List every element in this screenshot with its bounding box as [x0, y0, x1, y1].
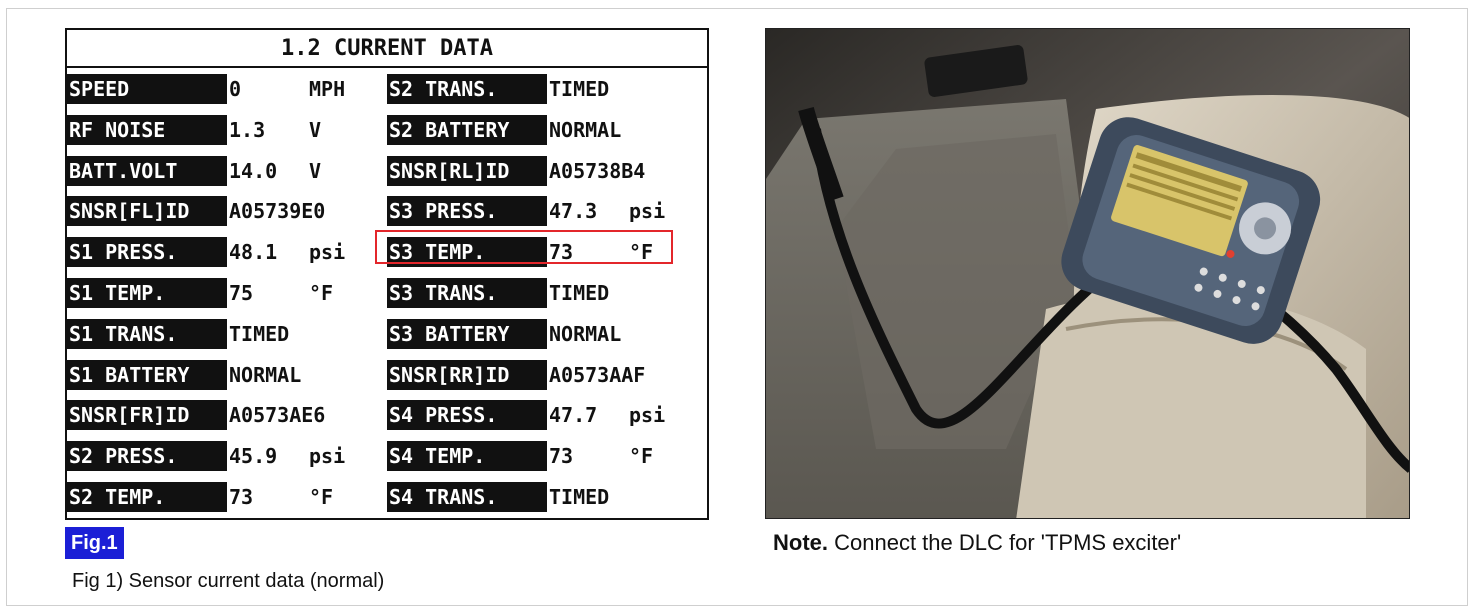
param-label-right: S3 TEMP. — [387, 237, 547, 268]
param-value-left: A0573AE6 — [229, 403, 326, 428]
param-label-left: BATT.VOLT — [67, 155, 227, 186]
param-label-right: SNSR[RL]ID — [387, 155, 547, 186]
param-value-right: A0573AAF — [549, 362, 646, 387]
param-value-left: 73 — [229, 484, 254, 509]
param-label-left: S2 PRESS. — [67, 441, 227, 472]
param-value-left: NORMAL — [229, 362, 302, 387]
param-label-right: S4 PRESS. — [387, 400, 547, 431]
note-text: Note. Connect the DLC for 'TPMS exciter' — [773, 530, 1181, 556]
param-value-right: 73 — [549, 240, 574, 265]
param-unit-right: psi — [629, 199, 666, 224]
param-label-left: S2 TEMP. — [67, 481, 227, 512]
param-label-left: S1 BATTERY — [67, 359, 227, 390]
param-unit-right: °F — [629, 240, 654, 265]
param-label-right: S4 TEMP. — [387, 441, 547, 472]
param-value-right: TIMED — [549, 77, 610, 101]
param-value-right: 47.7 — [549, 403, 598, 428]
param-label-left: SNSR[FL]ID — [67, 196, 227, 227]
param-unit-left: °F — [309, 280, 334, 305]
param-label-right: S2 BATTERY — [387, 114, 547, 145]
scan-title: 1.2 CURRENT DATA — [67, 30, 707, 68]
param-value-right: NORMAL — [549, 321, 622, 346]
data-row: S1 TEMP.75 °F S3 TRANS.TIMED — [67, 274, 707, 315]
figure-caption: Fig 1) Sensor current data (normal) — [72, 570, 385, 592]
param-value-right: 47.3 — [549, 199, 598, 224]
note-label: Note. — [773, 530, 828, 555]
param-value-left: 1.3 — [229, 117, 266, 142]
param-label-left: S1 TRANS. — [67, 318, 227, 349]
param-value-right: NORMAL — [549, 117, 622, 142]
param-unit-left: °F — [309, 484, 334, 509]
note-body: Connect the DLC for 'TPMS exciter' — [828, 530, 1182, 555]
param-value-left: 48.1 — [229, 240, 278, 265]
param-value-right: 73 — [549, 444, 574, 469]
param-label-right: S3 PRESS. — [387, 196, 547, 227]
param-value-left: 45.9 — [229, 444, 278, 469]
param-value-left: 0 — [229, 77, 242, 101]
param-unit-right: psi — [629, 403, 666, 428]
param-label-right: S4 TRANS. — [387, 481, 547, 512]
param-label-left: S1 PRESS. — [67, 237, 227, 268]
scan-tool-photo — [765, 28, 1410, 519]
param-value-left: A05739E0 — [229, 199, 326, 224]
param-label-right: S3 BATTERY — [387, 318, 547, 349]
param-unit-right: °F — [629, 444, 654, 469]
param-label-right: SNSR[RR]ID — [387, 359, 547, 390]
param-label-left: RF NOISE — [67, 114, 227, 145]
param-unit-left: psi — [309, 444, 346, 469]
data-row: S2 TEMP.73 °F S4 TRANS.TIMED — [67, 478, 707, 519]
param-unit-left: MPH — [309, 77, 346, 101]
param-value-left: 14.0 — [229, 158, 278, 183]
data-row: S2 PRESS.45.9 psi S4 TEMP.73 °F — [67, 437, 707, 478]
param-value-right: A05738B4 — [549, 158, 646, 183]
figure-badge: Fig.1 — [65, 527, 124, 559]
param-value-left: 75 — [229, 280, 254, 305]
param-unit-left: psi — [309, 240, 346, 265]
param-value-right: TIMED — [549, 280, 610, 305]
param-value-left: TIMED — [229, 321, 290, 346]
param-value-right: TIMED — [549, 484, 610, 509]
param-unit-left: V — [309, 117, 322, 142]
param-label-left: SPEED — [67, 74, 227, 104]
param-label-right: S2 TRANS. — [387, 74, 547, 104]
param-label-right: S3 TRANS. — [387, 277, 547, 308]
param-label-left: S1 TEMP. — [67, 277, 227, 308]
data-row: S1 PRESS.48.1 psi S3 TEMP.73 °F — [67, 233, 707, 274]
param-unit-left: V — [309, 158, 322, 183]
param-label-left: SNSR[FR]ID — [67, 400, 227, 431]
